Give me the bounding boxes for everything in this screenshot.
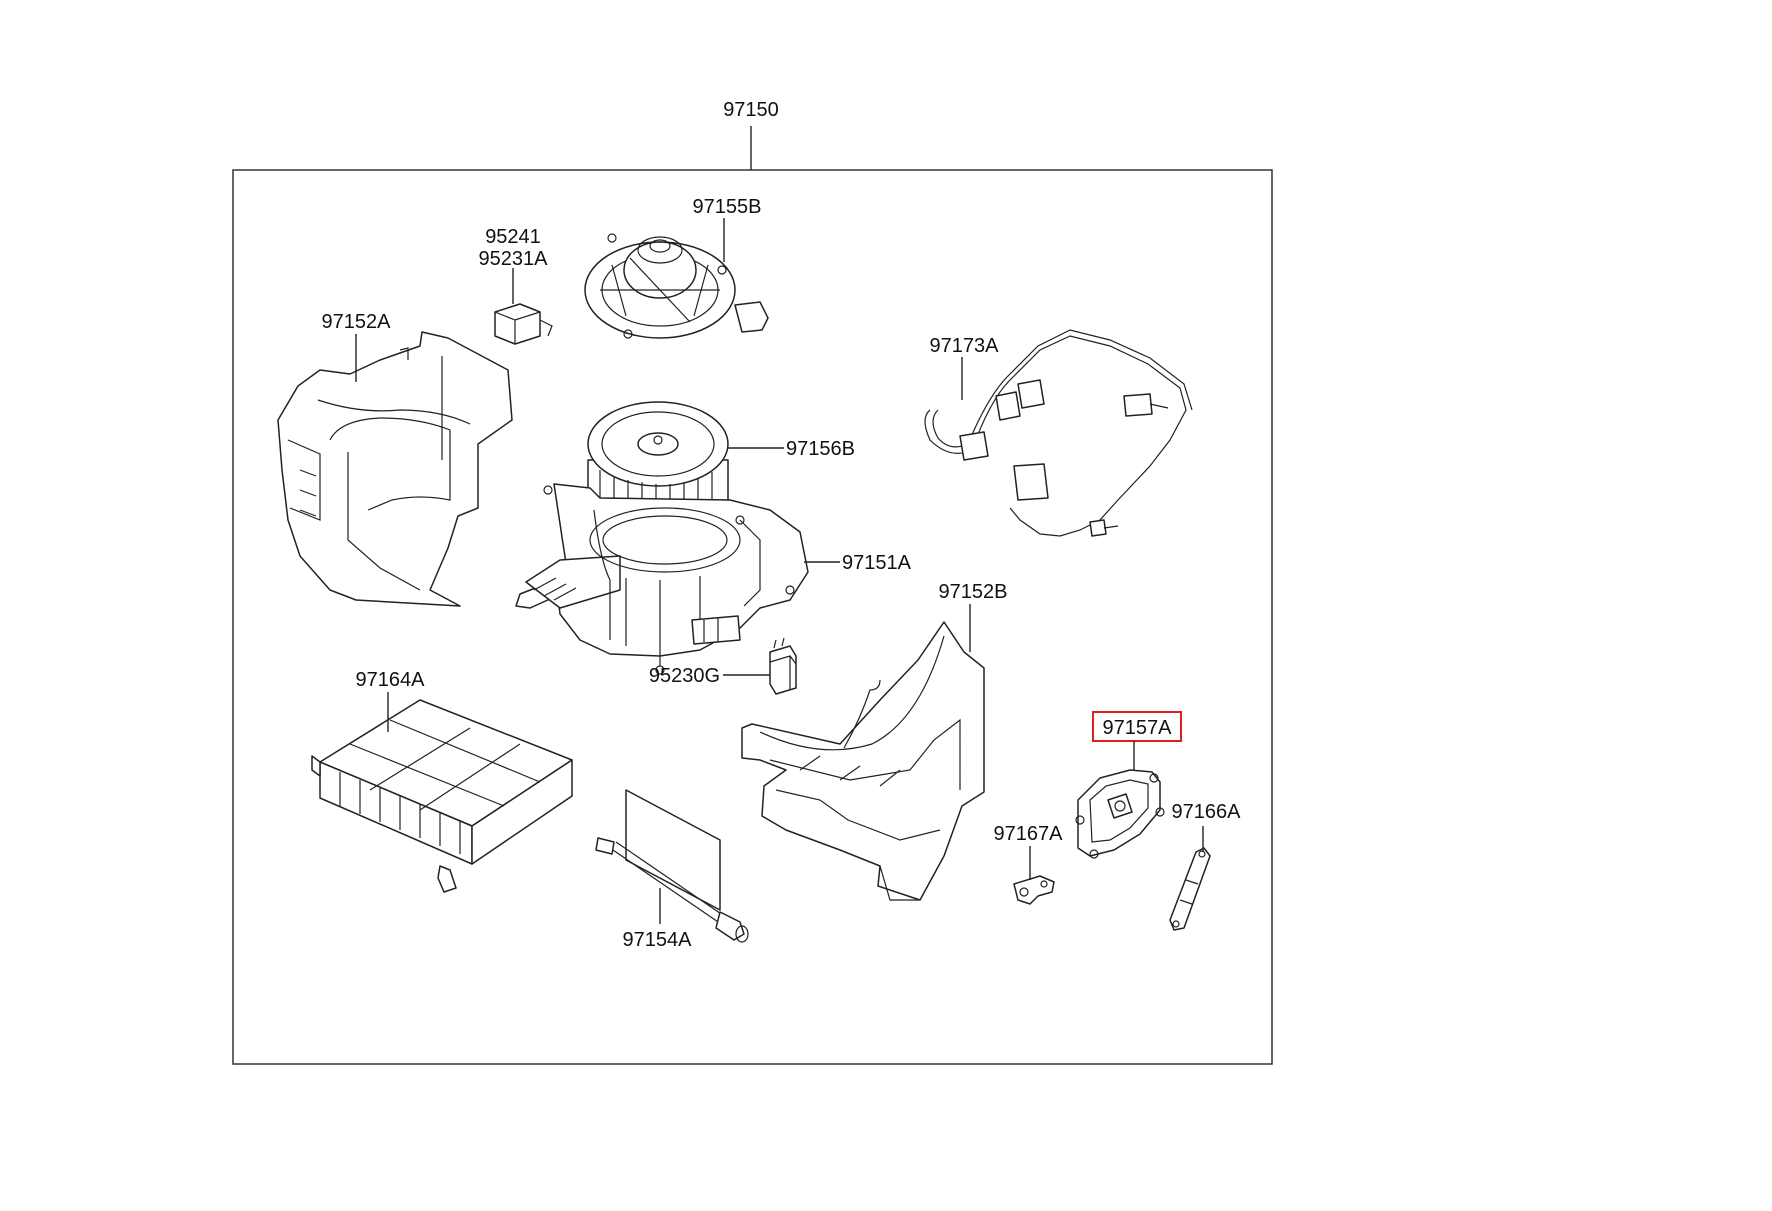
label-97152B[interactable]: 97152B (939, 581, 1008, 603)
label-97155B[interactable]: 97155B (693, 196, 762, 218)
upper-case-a-drawing[interactable] (277, 331, 513, 607)
rod-plate-drawing[interactable] (595, 789, 749, 943)
label-97151A[interactable]: 97151A (842, 552, 912, 574)
label-97156B[interactable]: 97156B (786, 438, 855, 460)
relay-drawing[interactable] (769, 637, 797, 695)
label-95230G[interactable]: 95230G (649, 665, 720, 687)
link-drawing[interactable] (1013, 875, 1055, 905)
label-97167A[interactable]: 97167A (994, 823, 1064, 845)
resistor-drawing[interactable] (494, 303, 553, 345)
air-filter-drawing[interactable] (311, 699, 573, 893)
label-95241[interactable]: 95241 (485, 226, 541, 248)
label-97166A[interactable]: 97166A (1172, 801, 1242, 823)
assembly-label[interactable]: 97150 (723, 99, 779, 121)
label-97157A[interactable]: 97157A (1103, 717, 1173, 739)
blower-case-drawing[interactable] (515, 483, 809, 675)
label-97164A[interactable]: 97164A (356, 669, 426, 691)
label-95231A[interactable]: 95231A (479, 248, 549, 270)
lower-case-b-drawing[interactable] (741, 621, 985, 901)
actuator-drawing[interactable] (1075, 769, 1165, 859)
label-97173A[interactable]: 97173A (930, 335, 1000, 357)
highlight-box-97157A (1092, 711, 1182, 742)
blower-motor-drawing[interactable] (584, 233, 769, 339)
lever-drawing[interactable] (1169, 847, 1211, 931)
assembly-frame (232, 169, 1273, 1065)
wiring-harness-drawing[interactable] (924, 329, 1193, 537)
label-97152A[interactable]: 97152A (322, 311, 392, 333)
label-97154A[interactable]: 97154A (623, 929, 693, 951)
